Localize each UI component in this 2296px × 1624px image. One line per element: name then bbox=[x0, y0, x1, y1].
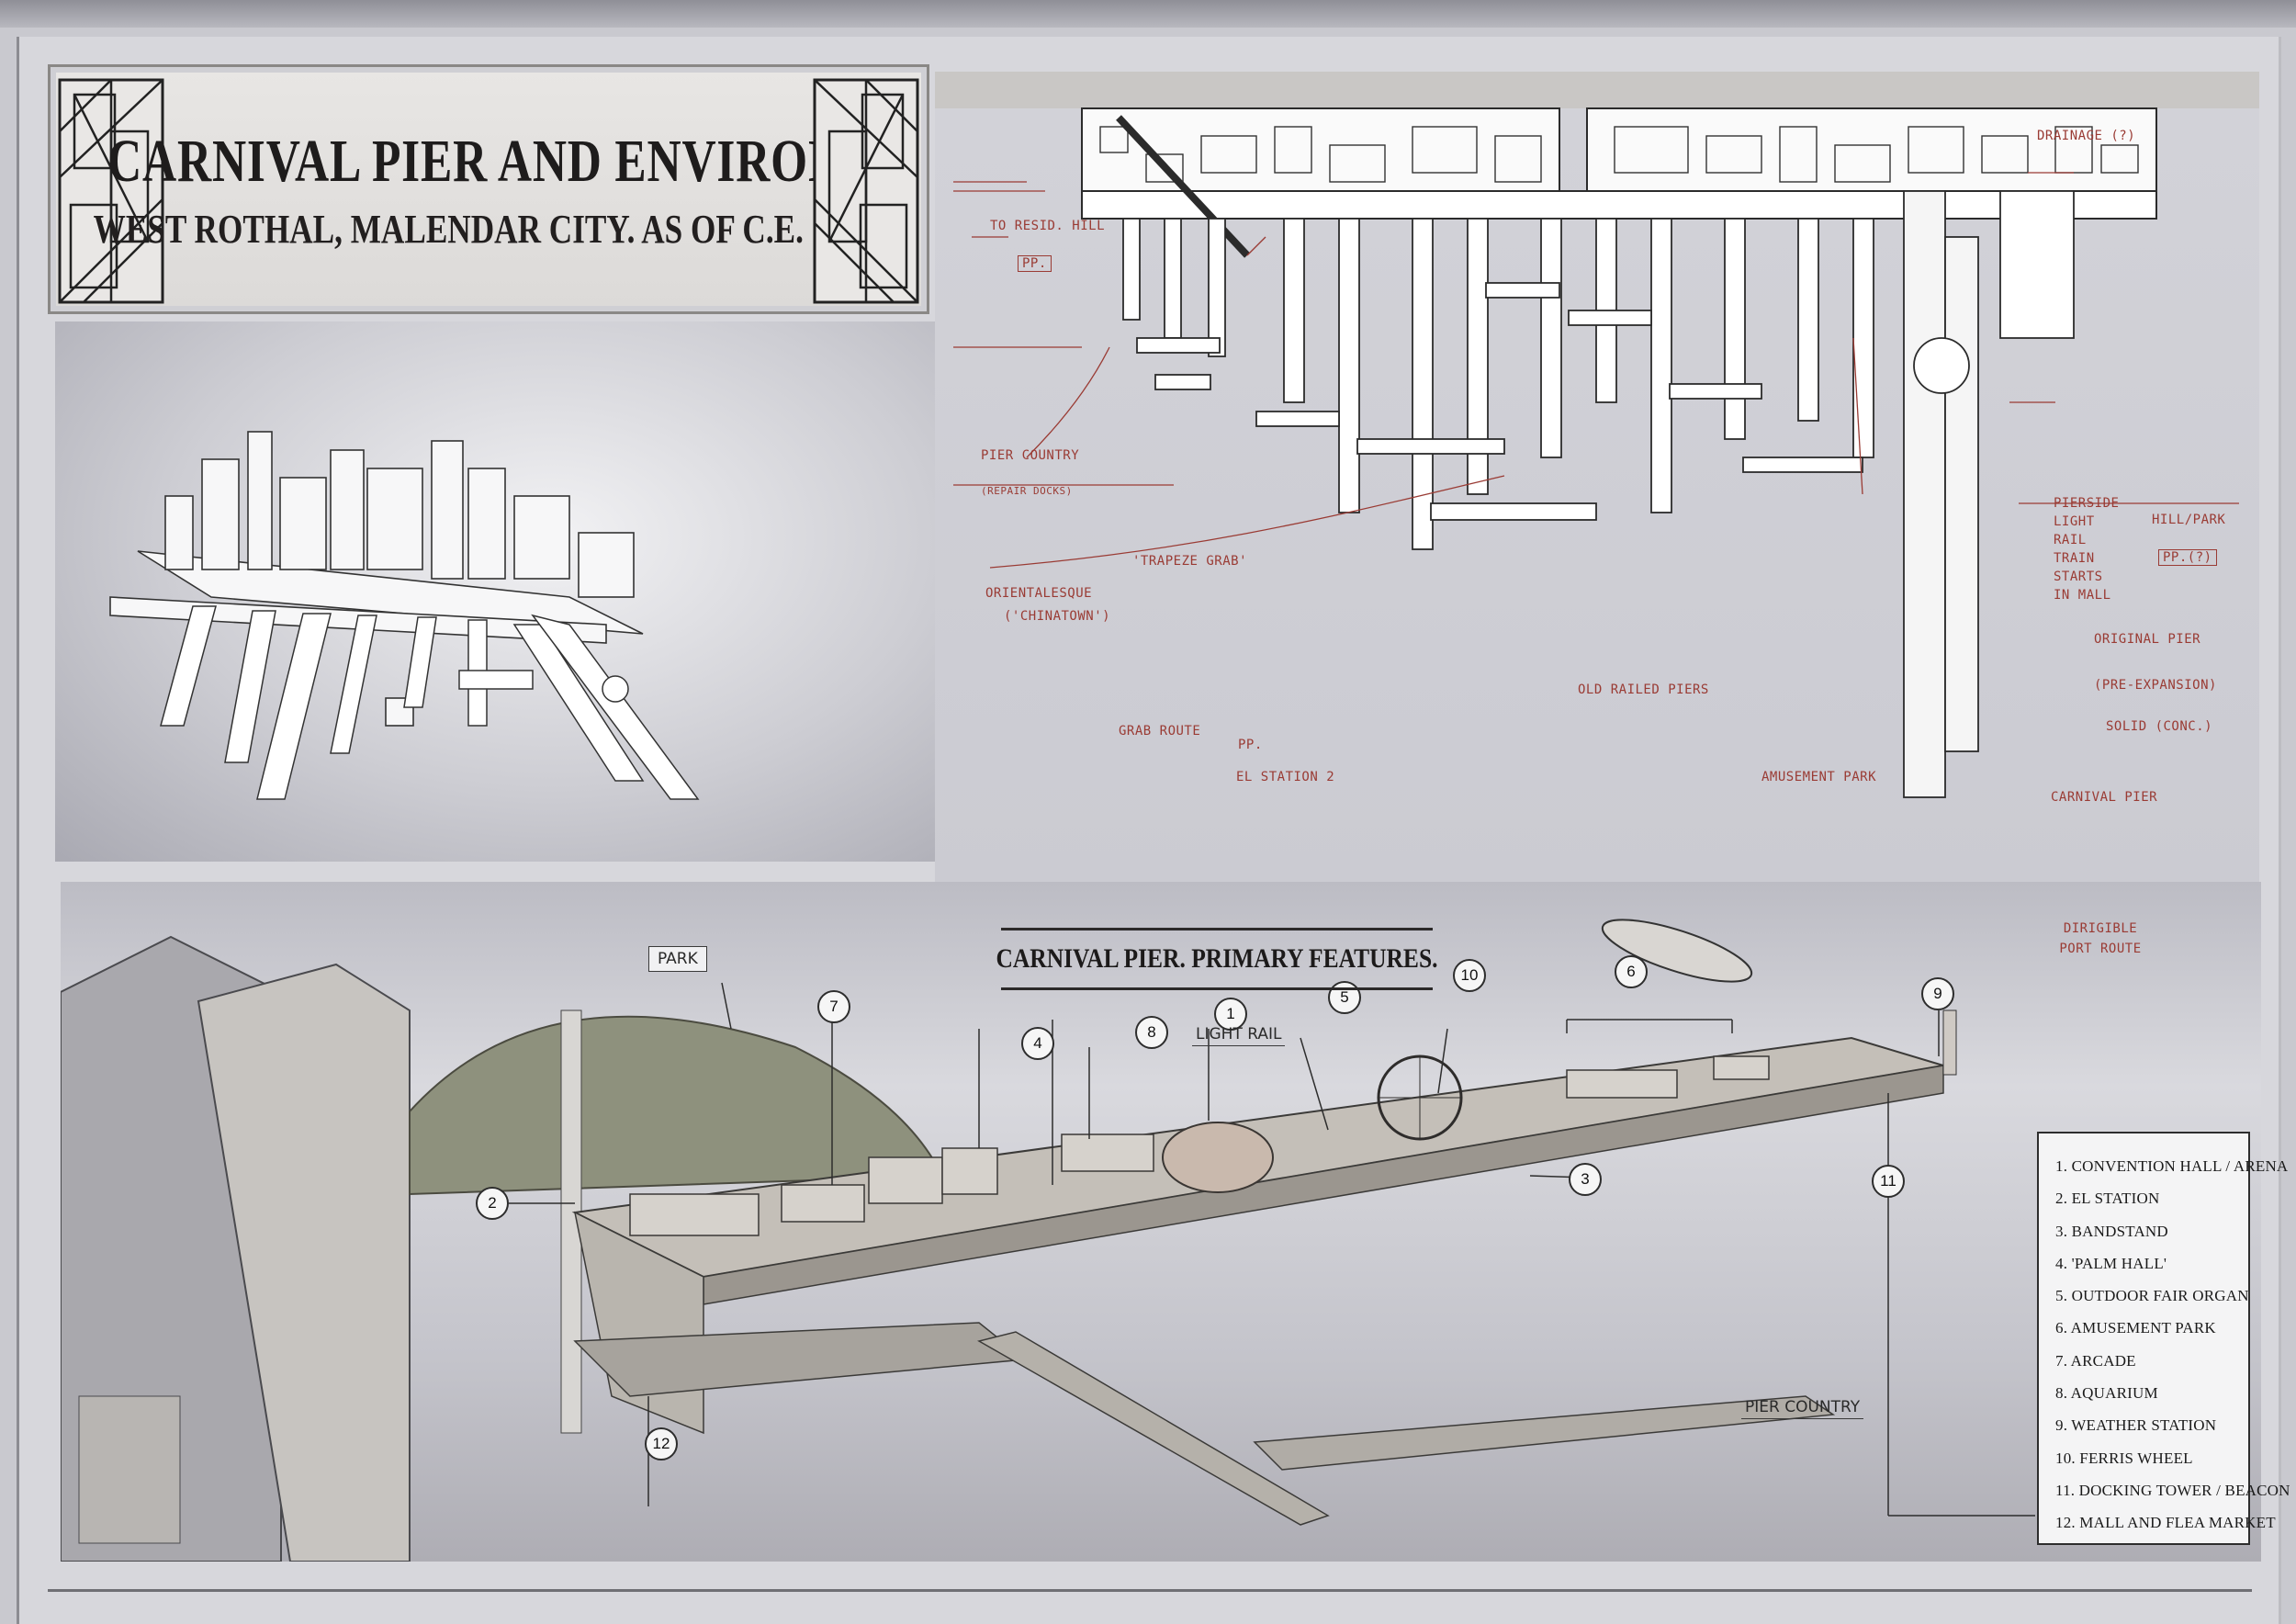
callout-5: 5 bbox=[1328, 981, 1361, 1014]
legend-item: 9. WEATHER STATION bbox=[2055, 1416, 2217, 1435]
label-orientalesque: ORIENTALESQUE bbox=[985, 586, 1093, 601]
primary-features-heading: CARNIVAL PIER. PRIMARY FEATURES. bbox=[996, 928, 1438, 990]
callout-8: 8 bbox=[1135, 1016, 1168, 1049]
label-pp-top: PP. bbox=[1018, 255, 1052, 272]
legend-item: 2. EL STATION bbox=[2055, 1190, 2160, 1208]
plan-map-drawing bbox=[953, 107, 2239, 798]
label-drainage: DRAINAGE (?) bbox=[2037, 129, 2136, 143]
label-solid-conc: SOLID (CONC.) bbox=[2106, 719, 2213, 734]
label-trapeze-grab: 'TRAPEZE GRAB' bbox=[1132, 554, 1248, 569]
label-pp-hill: PP.(?) bbox=[2158, 549, 2217, 566]
label-repair-docks: (REPAIR DOCKS) bbox=[981, 485, 1073, 497]
legend-item: 8. AQUARIUM bbox=[2055, 1384, 2158, 1403]
tag-park: PARK bbox=[648, 946, 707, 972]
label-grab-route: GRAB ROUTE bbox=[1119, 724, 1201, 739]
label-carnival-pier: CARNIVAL PIER bbox=[2051, 790, 2158, 805]
label-to-resid-hill: TO RESID. HILL bbox=[990, 219, 1106, 233]
label-chinatown: ('CHINATOWN') bbox=[1004, 609, 1111, 624]
callout-12: 12 bbox=[645, 1427, 678, 1460]
label-dirigible-port-route: DIRIGIBLE PORT ROUTE bbox=[2059, 921, 2142, 956]
tag-pier-country: PIER COUNTRY bbox=[1741, 1396, 1864, 1419]
callout-7: 7 bbox=[817, 990, 850, 1023]
callout-10: 10 bbox=[1453, 959, 1486, 992]
label-pre-expansion: (PRE-EXPANSION) bbox=[2094, 678, 2217, 693]
map-title: CARNIVAL PIER AND ENVIRONS bbox=[107, 127, 871, 195]
legend-item: 11. DOCKING TOWER / BEACON bbox=[2055, 1481, 2290, 1499]
legend-item: 6. AMUSEMENT PARK bbox=[2055, 1319, 2216, 1337]
callout-9: 9 bbox=[1921, 977, 1954, 1010]
primary-features-heading-text: CARNIVAL PIER. PRIMARY FEATURES. bbox=[996, 943, 1438, 974]
callout-6: 6 bbox=[1615, 955, 1648, 988]
legend-item: 10. FERRIS WHEEL bbox=[2055, 1449, 2193, 1467]
aerial-pier-illustration: 1 2 3 4 5 6 7 8 9 10 11 12 PARK LIGHT RA… bbox=[61, 882, 2261, 1562]
aerial-drawing bbox=[61, 919, 2035, 1562]
legend-item: 7. ARCADE bbox=[2055, 1351, 2136, 1370]
top-frame-bar bbox=[0, 0, 2296, 28]
label-old-railed-piers: OLD RAILED PIERS bbox=[1578, 682, 1709, 697]
callout-11: 11 bbox=[1872, 1165, 1905, 1198]
tag-light-rail: LIGHT RAIL bbox=[1192, 1023, 1286, 1046]
legend-item: 3. BANDSTAND bbox=[2055, 1222, 2168, 1240]
feature-legend: 1. CONVENTION HALL / ARENA 2. EL STATION… bbox=[2037, 1132, 2290, 1545]
label-original-pier: ORIGINAL PIER bbox=[2094, 632, 2201, 647]
map-subtitle: WEST ROTHAL, MALENDAR CITY. AS OF C.E. 1… bbox=[93, 206, 884, 252]
plan-map: TO RESID. HILL PP. DRAINAGE (?) PIER COU… bbox=[935, 72, 2259, 882]
label-pp-el: PP. bbox=[1238, 738, 1263, 752]
isometric-city-view bbox=[55, 321, 955, 862]
title-block: CARNIVAL PIER AND ENVIRONS WEST ROTHAL, … bbox=[48, 64, 929, 314]
label-hill-park: HILL/PARK bbox=[2152, 513, 2226, 527]
callout-2: 2 bbox=[476, 1187, 509, 1220]
legend-item: 5. OUTDOOR FAIR ORGAN bbox=[2055, 1287, 2249, 1305]
legend-item: 4. 'PALM HALL' bbox=[2055, 1254, 2167, 1272]
isometric-city-drawing bbox=[109, 431, 700, 800]
legend-item: 12. MALL AND FLEA MARKET bbox=[2055, 1514, 2276, 1532]
label-pier-country: PIER COUNTRY bbox=[981, 448, 1080, 463]
label-amusement-park: AMUSEMENT PARK bbox=[1761, 770, 1877, 784]
callout-4: 4 bbox=[1021, 1027, 1054, 1060]
art-deco-ornament-left bbox=[58, 78, 164, 304]
legend-item: 1. CONVENTION HALL / ARENA bbox=[2055, 1157, 2289, 1175]
art-deco-ornament-right bbox=[813, 78, 919, 304]
callout-3: 3 bbox=[1569, 1163, 1602, 1196]
callout-1: 1 bbox=[1214, 998, 1247, 1031]
label-el-station-2: EL STATION 2 bbox=[1236, 770, 1335, 784]
bottom-rule bbox=[48, 1589, 2252, 1592]
label-pierside-light-rail: PIERSIDE LIGHT RAIL TRAIN STARTS IN MALL bbox=[2054, 496, 2120, 603]
